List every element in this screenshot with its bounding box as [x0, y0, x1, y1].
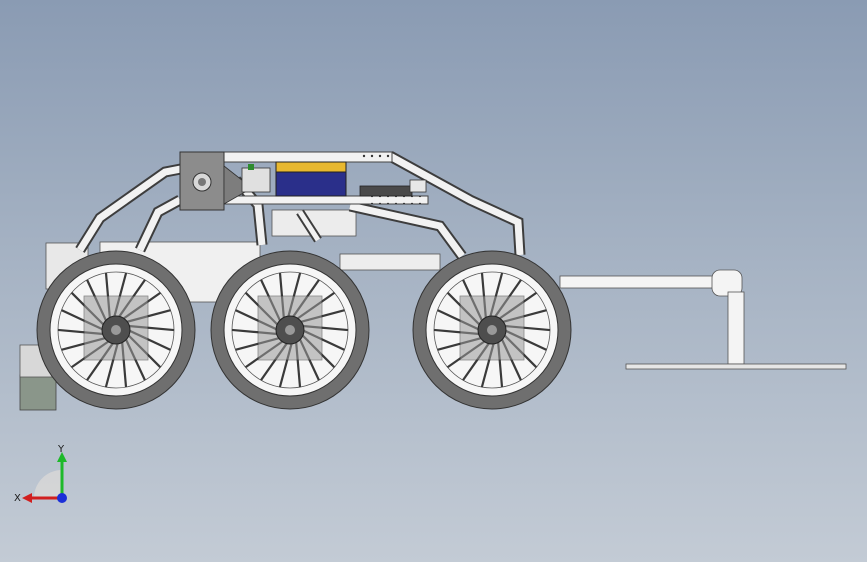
triad-plane [34, 470, 62, 498]
y-axis-arrow [57, 452, 67, 462]
z-axis-dot [57, 493, 67, 503]
rocker-frame [75, 151, 526, 260]
wheel-1 [36, 250, 196, 410]
top-deck [179, 151, 429, 211]
sweeper-assembly [559, 269, 847, 370]
coordinate-triad: Y X [14, 444, 67, 504]
wheel-group [36, 250, 572, 410]
wheel-2 [210, 250, 370, 410]
wheel-3 [412, 250, 572, 410]
x-axis-label: X [14, 493, 21, 504]
y-axis-label: Y [57, 444, 65, 455]
electronics [241, 161, 427, 197]
x-axis-arrow [22, 493, 32, 503]
